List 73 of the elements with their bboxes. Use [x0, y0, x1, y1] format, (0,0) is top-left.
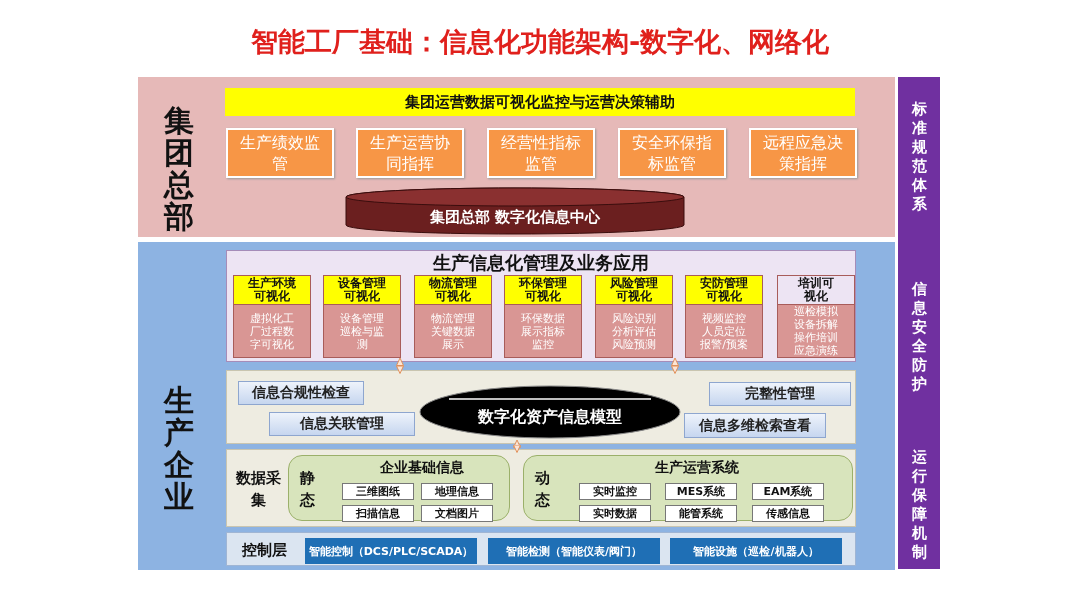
- source-box: 三维图纸: [342, 483, 414, 500]
- vertical-label: 生产企业: [163, 385, 195, 513]
- vertical-label: 运行保障机制: [911, 448, 927, 562]
- card-header: 设备管理可视化: [324, 276, 400, 305]
- function-box: 经营性指标监管: [487, 128, 595, 178]
- application-card: [685, 275, 763, 358]
- device-box: 智能设施（巡检/机器人）: [670, 538, 842, 564]
- card-header: 物流管理可视化: [415, 276, 491, 305]
- application-card: [233, 275, 311, 358]
- banner-bar: 集团运营数据可视化监控与运营决策辅助: [225, 88, 855, 116]
- card-body: 巡检模拟设备拆解操作培训应急演练: [793, 305, 839, 357]
- device-box: 智能检测（智能仪表/阀门）: [488, 538, 660, 564]
- database-cylinder: [345, 187, 685, 235]
- source-panel: [523, 455, 853, 521]
- source-box: 传感信息: [752, 505, 824, 522]
- band-panel: [138, 242, 895, 570]
- card-body: 风险识别分析评估风险预测: [611, 310, 657, 353]
- application-card: [504, 275, 582, 358]
- panel-heading: 生产运营系统: [654, 458, 740, 477]
- application-card: [595, 275, 673, 358]
- source-box: 扫描信息: [342, 505, 414, 522]
- info-box: 信息合规性检查: [238, 381, 364, 405]
- application-card: [414, 275, 492, 358]
- vertical-label: 标准规范体系: [911, 100, 927, 214]
- ellipse-label: 数字化资产信息模型: [477, 405, 623, 428]
- application-panel: [226, 250, 856, 362]
- card-header: 风险管理可视化: [596, 276, 672, 305]
- source-box: 能管系统: [665, 505, 737, 522]
- double-arrow: [671, 357, 679, 374]
- source-box: 地理信息: [421, 483, 493, 500]
- function-box: 生产绩效监管: [226, 128, 334, 178]
- panel-label: 数据采集: [235, 468, 281, 511]
- band-panel: [138, 77, 895, 237]
- vertical-label: 信息安全防护: [911, 280, 927, 394]
- cylinder-label: 集团总部 数字化信息中心: [428, 206, 602, 228]
- source-panel: [288, 455, 510, 521]
- card-body: 物流管理关键数据展示: [430, 310, 476, 353]
- card-body: 视频监控人员定位报警/预案: [699, 310, 749, 353]
- source-box: MES系统: [665, 483, 737, 500]
- vertical-label: 静态: [299, 468, 315, 511]
- card-header: 安防管理可视化: [686, 276, 762, 305]
- application-card: [323, 275, 401, 358]
- source-box: 实时数据: [579, 505, 651, 522]
- card-header: 环保管理可视化: [505, 276, 581, 305]
- card-header: 生产环境可视化: [234, 276, 310, 305]
- card-body: 设备管理巡检与监测: [339, 310, 385, 353]
- panel-heading: 生产信息化管理及业务应用: [432, 251, 650, 275]
- info-box: 完整性管理: [709, 382, 851, 406]
- source-box: 实时监控: [579, 483, 651, 500]
- function-box: 生产运营协同指挥: [356, 128, 464, 178]
- info-box: 信息关联管理: [269, 412, 415, 436]
- card-body: 环保数据展示指标监控: [520, 310, 566, 353]
- panel-label: 控制层: [240, 539, 288, 561]
- device-box: 智能控制（DCS/PLC/SCADA）: [305, 538, 477, 564]
- model-ellipse: [419, 385, 681, 439]
- source-box: 文档图片: [421, 505, 493, 522]
- content-panel: [226, 370, 856, 444]
- title: 智能工厂基础：信息化功能架构-数字化、网络化: [249, 25, 831, 59]
- card-header: 培训可视化: [778, 276, 854, 305]
- source-box: EAM系统: [752, 483, 824, 500]
- function-box: 远程应急决策指挥: [749, 128, 857, 178]
- double-arrow: [396, 357, 404, 374]
- panel-heading: 企业基础信息: [379, 458, 465, 477]
- double-arrow: [513, 439, 521, 453]
- side-bar: [898, 77, 940, 569]
- vertical-label: 集团总部: [163, 105, 195, 233]
- data-panel: [226, 449, 856, 527]
- function-box: 安全环保指标监管: [618, 128, 726, 178]
- info-box: 信息多维检索查看: [684, 413, 826, 438]
- application-card: [777, 275, 855, 358]
- control-panel: [226, 532, 856, 566]
- vertical-label: 动态: [534, 468, 550, 511]
- card-body: 虚拟化工厂过程数字可视化: [249, 310, 295, 353]
